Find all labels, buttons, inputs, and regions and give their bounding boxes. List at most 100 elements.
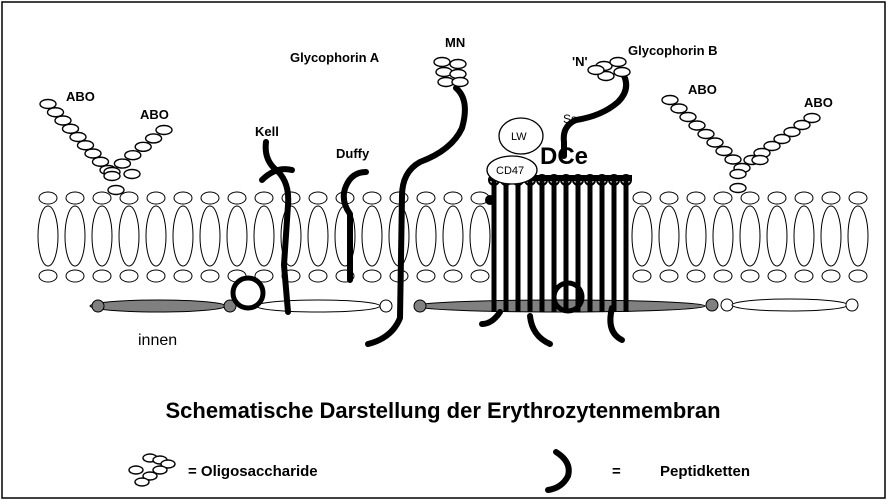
lipid-tail	[767, 206, 787, 266]
oligosaccharide-legend-label: = Oligosaccharide	[188, 463, 318, 480]
lipid-tail	[65, 206, 85, 266]
lipid-head	[93, 192, 111, 204]
sugar-unit	[104, 172, 120, 181]
lipid-tail	[119, 206, 139, 266]
sugar-unit	[610, 58, 626, 67]
sugar-unit	[434, 58, 450, 67]
skeleton-node	[706, 299, 718, 311]
lipid-tail	[659, 206, 679, 266]
lipid-head	[795, 192, 813, 204]
sugar-unit	[124, 170, 140, 179]
sugar-unit	[707, 138, 723, 147]
abo-label: ABO	[140, 107, 169, 122]
lipid-tail	[686, 206, 706, 266]
spectrin-segment-white	[256, 300, 380, 312]
lipid-head	[822, 192, 840, 204]
lipid-head	[633, 192, 651, 204]
skeleton-node	[92, 300, 104, 312]
sugar-unit	[93, 157, 109, 166]
sugar-unit	[752, 156, 768, 165]
lipid-head	[687, 270, 705, 282]
lipid-head	[444, 270, 462, 282]
skeleton-node	[380, 300, 392, 312]
diagram-title: Schematische Darstellung der Erythrozyte…	[165, 398, 720, 423]
lipid-tail	[38, 206, 58, 266]
inside-label: innen	[138, 332, 177, 349]
sugar-unit	[671, 104, 687, 113]
sugar-unit	[125, 151, 141, 160]
lipid-head	[147, 270, 165, 282]
sugar-unit	[55, 116, 71, 125]
lipid-head	[795, 270, 813, 282]
lipid-head	[768, 192, 786, 204]
lipid-tail	[416, 206, 436, 266]
lipid-tail	[200, 206, 220, 266]
skeleton-node	[414, 300, 426, 312]
lipid-head	[255, 192, 273, 204]
lipid-head	[201, 270, 219, 282]
lw-label: LW	[511, 131, 527, 143]
sugar-unit	[78, 141, 94, 150]
sugar-unit	[70, 133, 86, 142]
lipid-head	[741, 192, 759, 204]
lipid-head	[444, 192, 462, 204]
sugar-unit	[680, 113, 696, 122]
lipid-head	[849, 270, 867, 282]
abo-label: ABO	[66, 89, 95, 104]
sugar-unit	[48, 108, 64, 117]
lipid-tail	[173, 206, 193, 266]
lipid-tail	[740, 206, 760, 266]
lipid-head	[174, 192, 192, 204]
lipid-tail	[443, 206, 463, 266]
lipid-head	[309, 270, 327, 282]
lipid-head	[714, 270, 732, 282]
sugar-unit	[40, 100, 56, 109]
lipid-head	[363, 270, 381, 282]
lipid-tail	[632, 206, 652, 266]
lipid-tail	[308, 206, 328, 266]
lipid-head	[417, 192, 435, 204]
ss-label: Ss	[563, 112, 577, 126]
duffy-label: Duffy	[336, 146, 370, 161]
lipid-head	[228, 192, 246, 204]
lipid-tail	[362, 206, 382, 266]
sugar-unit	[452, 78, 468, 87]
lipid-head	[93, 270, 111, 282]
lipid-head	[417, 270, 435, 282]
mn-label: MN	[445, 35, 465, 50]
lipid-tail	[821, 206, 841, 266]
lipid-head	[120, 192, 138, 204]
lipid-head	[201, 192, 219, 204]
sugar-unit	[588, 66, 604, 75]
lipid-head	[363, 192, 381, 204]
sugar-unit	[730, 170, 746, 179]
lipid-head	[471, 270, 489, 282]
peptide-legend-equals: =	[612, 463, 621, 480]
sugar-unit	[614, 68, 630, 77]
lipid-head	[66, 192, 84, 204]
peptide-legend-label: Peptidketten	[660, 463, 750, 480]
cd47-label: CD47	[496, 165, 524, 177]
lipid-head	[147, 192, 165, 204]
sugar-unit	[108, 186, 124, 195]
lipid-head	[849, 192, 867, 204]
sugar-unit	[698, 130, 714, 139]
lipid-head	[174, 270, 192, 282]
lipid-tail	[227, 206, 247, 266]
abo-label: ABO	[688, 82, 717, 97]
skeleton-node	[721, 299, 733, 311]
skeleton-node	[846, 299, 858, 311]
sugar-unit	[135, 142, 151, 151]
lipid-tail	[254, 206, 274, 266]
lipid-tail	[92, 206, 112, 266]
lipid-tail	[848, 206, 868, 266]
sugar-unit	[156, 126, 172, 135]
lipid-head	[822, 270, 840, 282]
lipid-head	[714, 192, 732, 204]
sugar-unit	[662, 96, 678, 105]
glycophorin-b-label: Glycophorin B	[628, 43, 718, 58]
lipid-head	[39, 192, 57, 204]
lipid-head	[39, 270, 57, 282]
lipid-head	[120, 270, 138, 282]
